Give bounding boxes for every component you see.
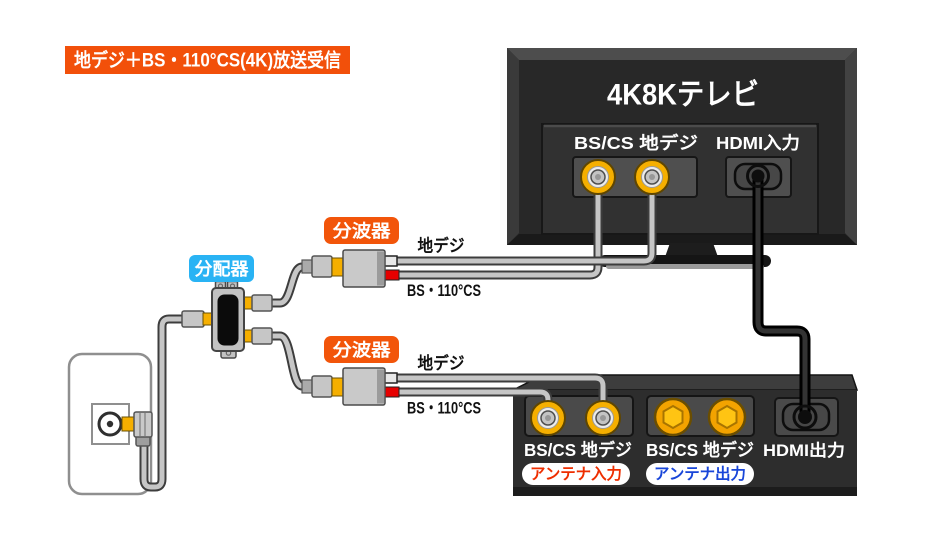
recorder-bottom-strip [513, 487, 857, 496]
recorder-terrestrial-input-port [585, 400, 621, 436]
distributor-label: 分配器 [195, 259, 250, 279]
tv-bscs-port [580, 159, 616, 195]
upper-satellite-cable-label: BS・110°CS [407, 282, 481, 300]
splitter-lower-label: 分波器 [333, 340, 392, 360]
splitter-lower-label-box [324, 336, 399, 363]
lower-satellite-cable-label: BS・110°CS [407, 400, 481, 418]
tv-bevel-right [845, 48, 857, 245]
tv-antenna-ports-label: BS/CS 地デジ [574, 133, 698, 153]
splitter-lower [301, 367, 400, 406]
banner-background [65, 46, 350, 74]
tv-terrestrial-port [634, 159, 670, 195]
distributor-output-plug-top [251, 294, 273, 312]
distributor-to-upper-splitter-cable [270, 262, 305, 308]
cable-core [649, 174, 655, 180]
outlet-coax-pin [106, 420, 114, 428]
splitter-body [342, 249, 386, 288]
recorder-bscs-output-port [653, 397, 693, 437]
splitter-input-band [331, 377, 345, 397]
antenna-output-badge-text: アンテナ出力 [654, 464, 746, 483]
recorder-terrestrial-output-port [707, 397, 747, 437]
tv-hdmi-port-label: HDMI入力 [716, 133, 800, 153]
splitter-satellite-stub [383, 269, 400, 281]
cable-labels: 地デジ BS・110°CS 地デジ BS・110°CS [407, 236, 481, 418]
upper-terrestrial-cable-label: 地デジ [418, 236, 465, 256]
splitter-upper-label: 分波器 [333, 221, 392, 241]
cable-core [600, 415, 606, 421]
splitter-input-plug [311, 255, 333, 278]
splitter-body-cap [377, 251, 384, 286]
distributor-output-plug-bottom [251, 327, 273, 345]
distributor-input-plug [181, 310, 205, 328]
hex-nut-icon [662, 404, 684, 430]
hdmi-plug-ring [746, 164, 770, 188]
cable-core [545, 415, 551, 421]
elbow-body [133, 411, 153, 438]
distributor-label-box [189, 255, 254, 282]
recorder-output-ports-label: BS/CS 地デジ [646, 440, 754, 460]
splitter-satellite-stub [383, 386, 400, 398]
lower-terrestrial-cable [394, 373, 608, 419]
hex-nut-icon [716, 404, 738, 430]
wall-outlet [67, 352, 153, 496]
device-labels: 分配器 分波器 分波器 [189, 217, 399, 363]
banner-text: 地デジ＋BS・110°CS(4K)放送受信 [74, 49, 341, 72]
tv: 4K8Kテレビ BS/CS 地デジ HDMI入力 [507, 48, 857, 245]
tv-bevel-top [507, 48, 857, 60]
upper-satellite-cable [394, 177, 603, 280]
recorder-bscs-input-port [530, 400, 566, 436]
cable-core [595, 174, 601, 180]
upper-terrestrial-cable [394, 177, 657, 266]
splitter-input-band [331, 257, 345, 277]
splitter-body [342, 367, 386, 406]
hdmi-cable [752, 176, 811, 417]
antenna-input-badge [522, 463, 630, 485]
coax-ports [530, 159, 818, 437]
wall-elbow-connector [121, 411, 153, 447]
hdmi-plug-core [798, 410, 812, 424]
splitter-terrestrial-stub [383, 255, 398, 267]
splitter-body-cap [377, 369, 384, 404]
distributor-body-face [217, 294, 239, 346]
lower-satellite-cable [394, 387, 553, 419]
tv-title: 4K8Kテレビ [607, 79, 759, 112]
splitter-upper [301, 249, 400, 288]
splitter-upper-label-box [324, 217, 399, 244]
distributor [181, 280, 273, 359]
antenna-input-badge-text: アンテナ入力 [530, 464, 622, 483]
tv-hdmi-plug [746, 164, 770, 188]
tv-bevel-left [507, 48, 519, 245]
splitter-input-plug [311, 375, 333, 398]
distributor-to-lower-splitter-cable [270, 331, 305, 391]
stand-neck [665, 243, 718, 257]
antenna-output-badge [646, 463, 754, 485]
recorder-hdmi-port-label: HDMI出力 [763, 440, 845, 460]
recorder-hdmi-plug [792, 404, 818, 430]
splitter-terrestrial-stub [383, 372, 398, 384]
hdmi-plug-ring [792, 404, 818, 430]
broadcast-banner: 地デジ＋BS・110°CS(4K)放送受信 [65, 46, 350, 74]
lower-terrestrial-cable-label: 地デジ [418, 353, 465, 373]
recorder-input-ports-label: BS/CS 地デジ [524, 440, 632, 460]
wall-to-distributor-cable [139, 314, 184, 492]
hdmi-plug-core [751, 169, 765, 183]
